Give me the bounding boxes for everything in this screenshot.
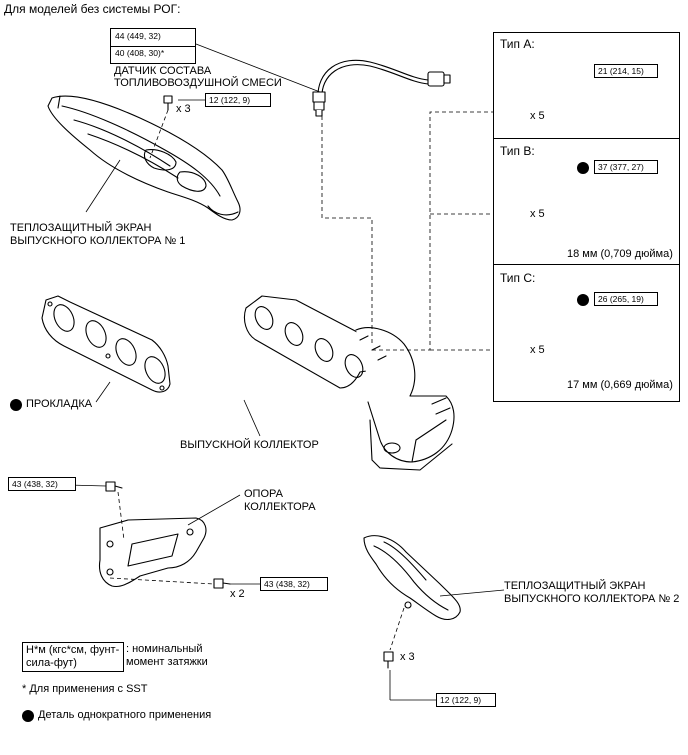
heat-shield-1-label-line2: ВЫПУСКНОГО КОЛЛЕКТОРА № 1 (10, 235, 186, 247)
air-fuel-sensor-drawing (312, 59, 451, 117)
bracket-bolts-drawing (105, 481, 231, 589)
type-c-qty: x 5 (530, 344, 545, 356)
heat-shield-2-label-line1: ТЕПЛОЗАЩИТНЫЙ ЭКРАН (504, 580, 646, 592)
legend-single-use-marker (22, 710, 34, 722)
bracket-torque-bottom: 43 (438, 32) (260, 577, 328, 591)
type-c-dimension: 17 мм (0,669 дюйма) (567, 379, 673, 391)
heat-shield-1-qty: x 3 (176, 103, 191, 115)
bracket-label-line2: КОЛЛЕКТОРА (244, 501, 316, 513)
heat-shield-1-torque: 12 (122, 9) (205, 93, 271, 107)
manifold-label: ВЫПУСКНОЙ КОЛЛЕКТОР (180, 439, 319, 451)
heat-shield-2-label-line2: ВЫПУСКНОГО КОЛЛЕКТОРА № 2 (504, 593, 680, 605)
manifold-bracket-drawing (98, 517, 207, 588)
type-b-dimension: 18 мм (0,709 дюйма) (567, 248, 673, 260)
sensor-torque-value: 44 (449, 32) (115, 31, 161, 41)
single-use-marker-type-c (577, 294, 589, 306)
bracket-torque-top: 43 (438, 32) (8, 477, 76, 491)
page-header: Для моделей без системы РОГ: (4, 2, 181, 16)
legend-single-use-label: Деталь однократного применения (38, 709, 212, 721)
heat-shield-2-qty: x 3 (400, 651, 415, 663)
bolt-hs1-drawing (163, 95, 173, 111)
legend-unit-line2: сила-фут) (26, 657, 77, 669)
type-c-torque: 26 (265, 19) (594, 292, 658, 306)
sensor-label-line2: ТОПЛИВОВОЗДУШНОЙ СМЕСИ (114, 77, 282, 89)
gasket-label: ПРОКЛАДКА (26, 398, 93, 410)
legend-unit-box: Н*м (кгс*см, фунт- сила-фут) (22, 642, 124, 672)
heat-shield-2-torque: 12 (122, 9) (436, 693, 496, 707)
bracket-qty: x 2 (230, 588, 245, 600)
bracket-label-line1: ОПОРА (244, 488, 283, 500)
exhaust-manifold-drawing (243, 295, 455, 471)
type-b-panel (493, 138, 680, 266)
sensor-torque-box: 44 (449, 32) 40 (408, 30)* (110, 28, 196, 64)
type-c-panel (493, 264, 680, 402)
type-b-qty: x 5 (530, 208, 545, 220)
type-a-qty: x 5 (530, 110, 545, 122)
single-use-marker-gasket (10, 399, 22, 411)
heat-shield-1-label-line1: ТЕПЛОЗАЩИТНЫЙ ЭКРАН (10, 222, 152, 234)
type-b-title: Тип B: (500, 144, 535, 158)
legend-sst-note: * Для применения с SST (22, 683, 148, 695)
heat-shield-1-drawing (47, 95, 241, 221)
type-a-torque: 21 (214, 15) (594, 64, 658, 78)
type-b-torque: 37 (377, 27) (594, 160, 658, 174)
type-c-title: Тип C: (500, 271, 536, 285)
single-use-marker-type-b (577, 162, 589, 174)
legend-unit-desc-line1: : номинальный (126, 643, 203, 655)
legend-unit-line1: Н*м (кгс*см, фунт- (26, 644, 120, 656)
heat-shield-2-drawing (363, 535, 461, 621)
gasket-drawing (41, 295, 171, 393)
sensor-label-line1: ДАТЧИК СОСТАВА (114, 65, 212, 77)
sensor-torque-sst-value: 40 (408, 30)* (115, 48, 165, 58)
legend-unit-desc-line2: момент затяжки (126, 656, 208, 668)
bolt-hs2-drawing (383, 651, 394, 669)
type-a-title: Тип A: (500, 37, 535, 51)
